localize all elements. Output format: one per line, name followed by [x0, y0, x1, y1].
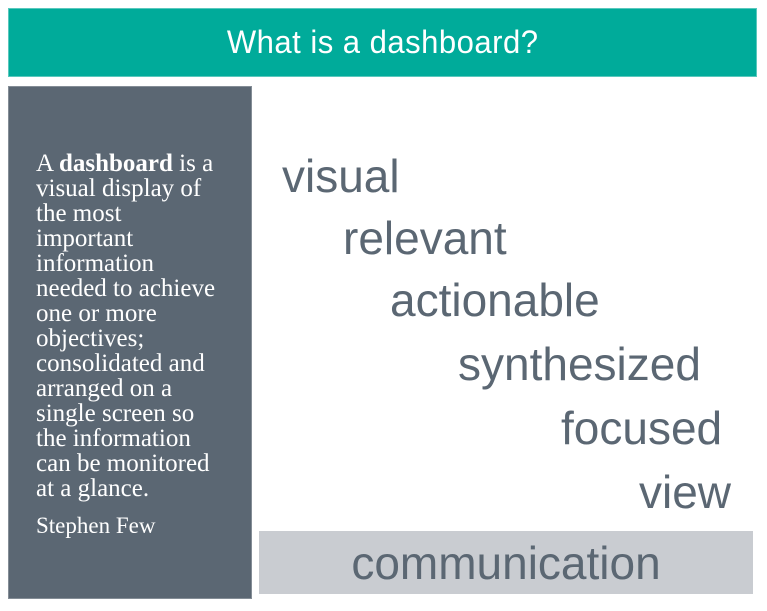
footer-keyword-communication: communication	[351, 536, 661, 589]
keyword-relevant: relevant	[343, 212, 507, 264]
slide-title: What is a dashboard?	[226, 24, 539, 60]
title-bar: What is a dashboard?	[8, 8, 757, 77]
quote-first-line-rest: is a	[172, 150, 214, 177]
quote-first-line: A dashboard is a	[36, 151, 241, 176]
keyword-actionable: actionable	[390, 274, 600, 326]
footer-bar: communication	[259, 531, 753, 594]
keyword-visual: visual	[282, 150, 400, 202]
quote-term: dashboard	[58, 150, 173, 177]
keyword-synthesized: synthesized	[458, 338, 701, 390]
quote-attribution: Stephen Few	[36, 513, 156, 538]
keyword-view: view	[639, 466, 732, 518]
quote-prefix: A	[36, 150, 59, 177]
keyword-focused: focused	[561, 402, 723, 454]
definition-panel: A dashboard is a visual display of the m…	[8, 86, 252, 599]
definition-quote: A dashboard is a visual display of the m…	[36, 151, 241, 501]
quote-body: visual display of the most important inf…	[36, 175, 216, 502]
